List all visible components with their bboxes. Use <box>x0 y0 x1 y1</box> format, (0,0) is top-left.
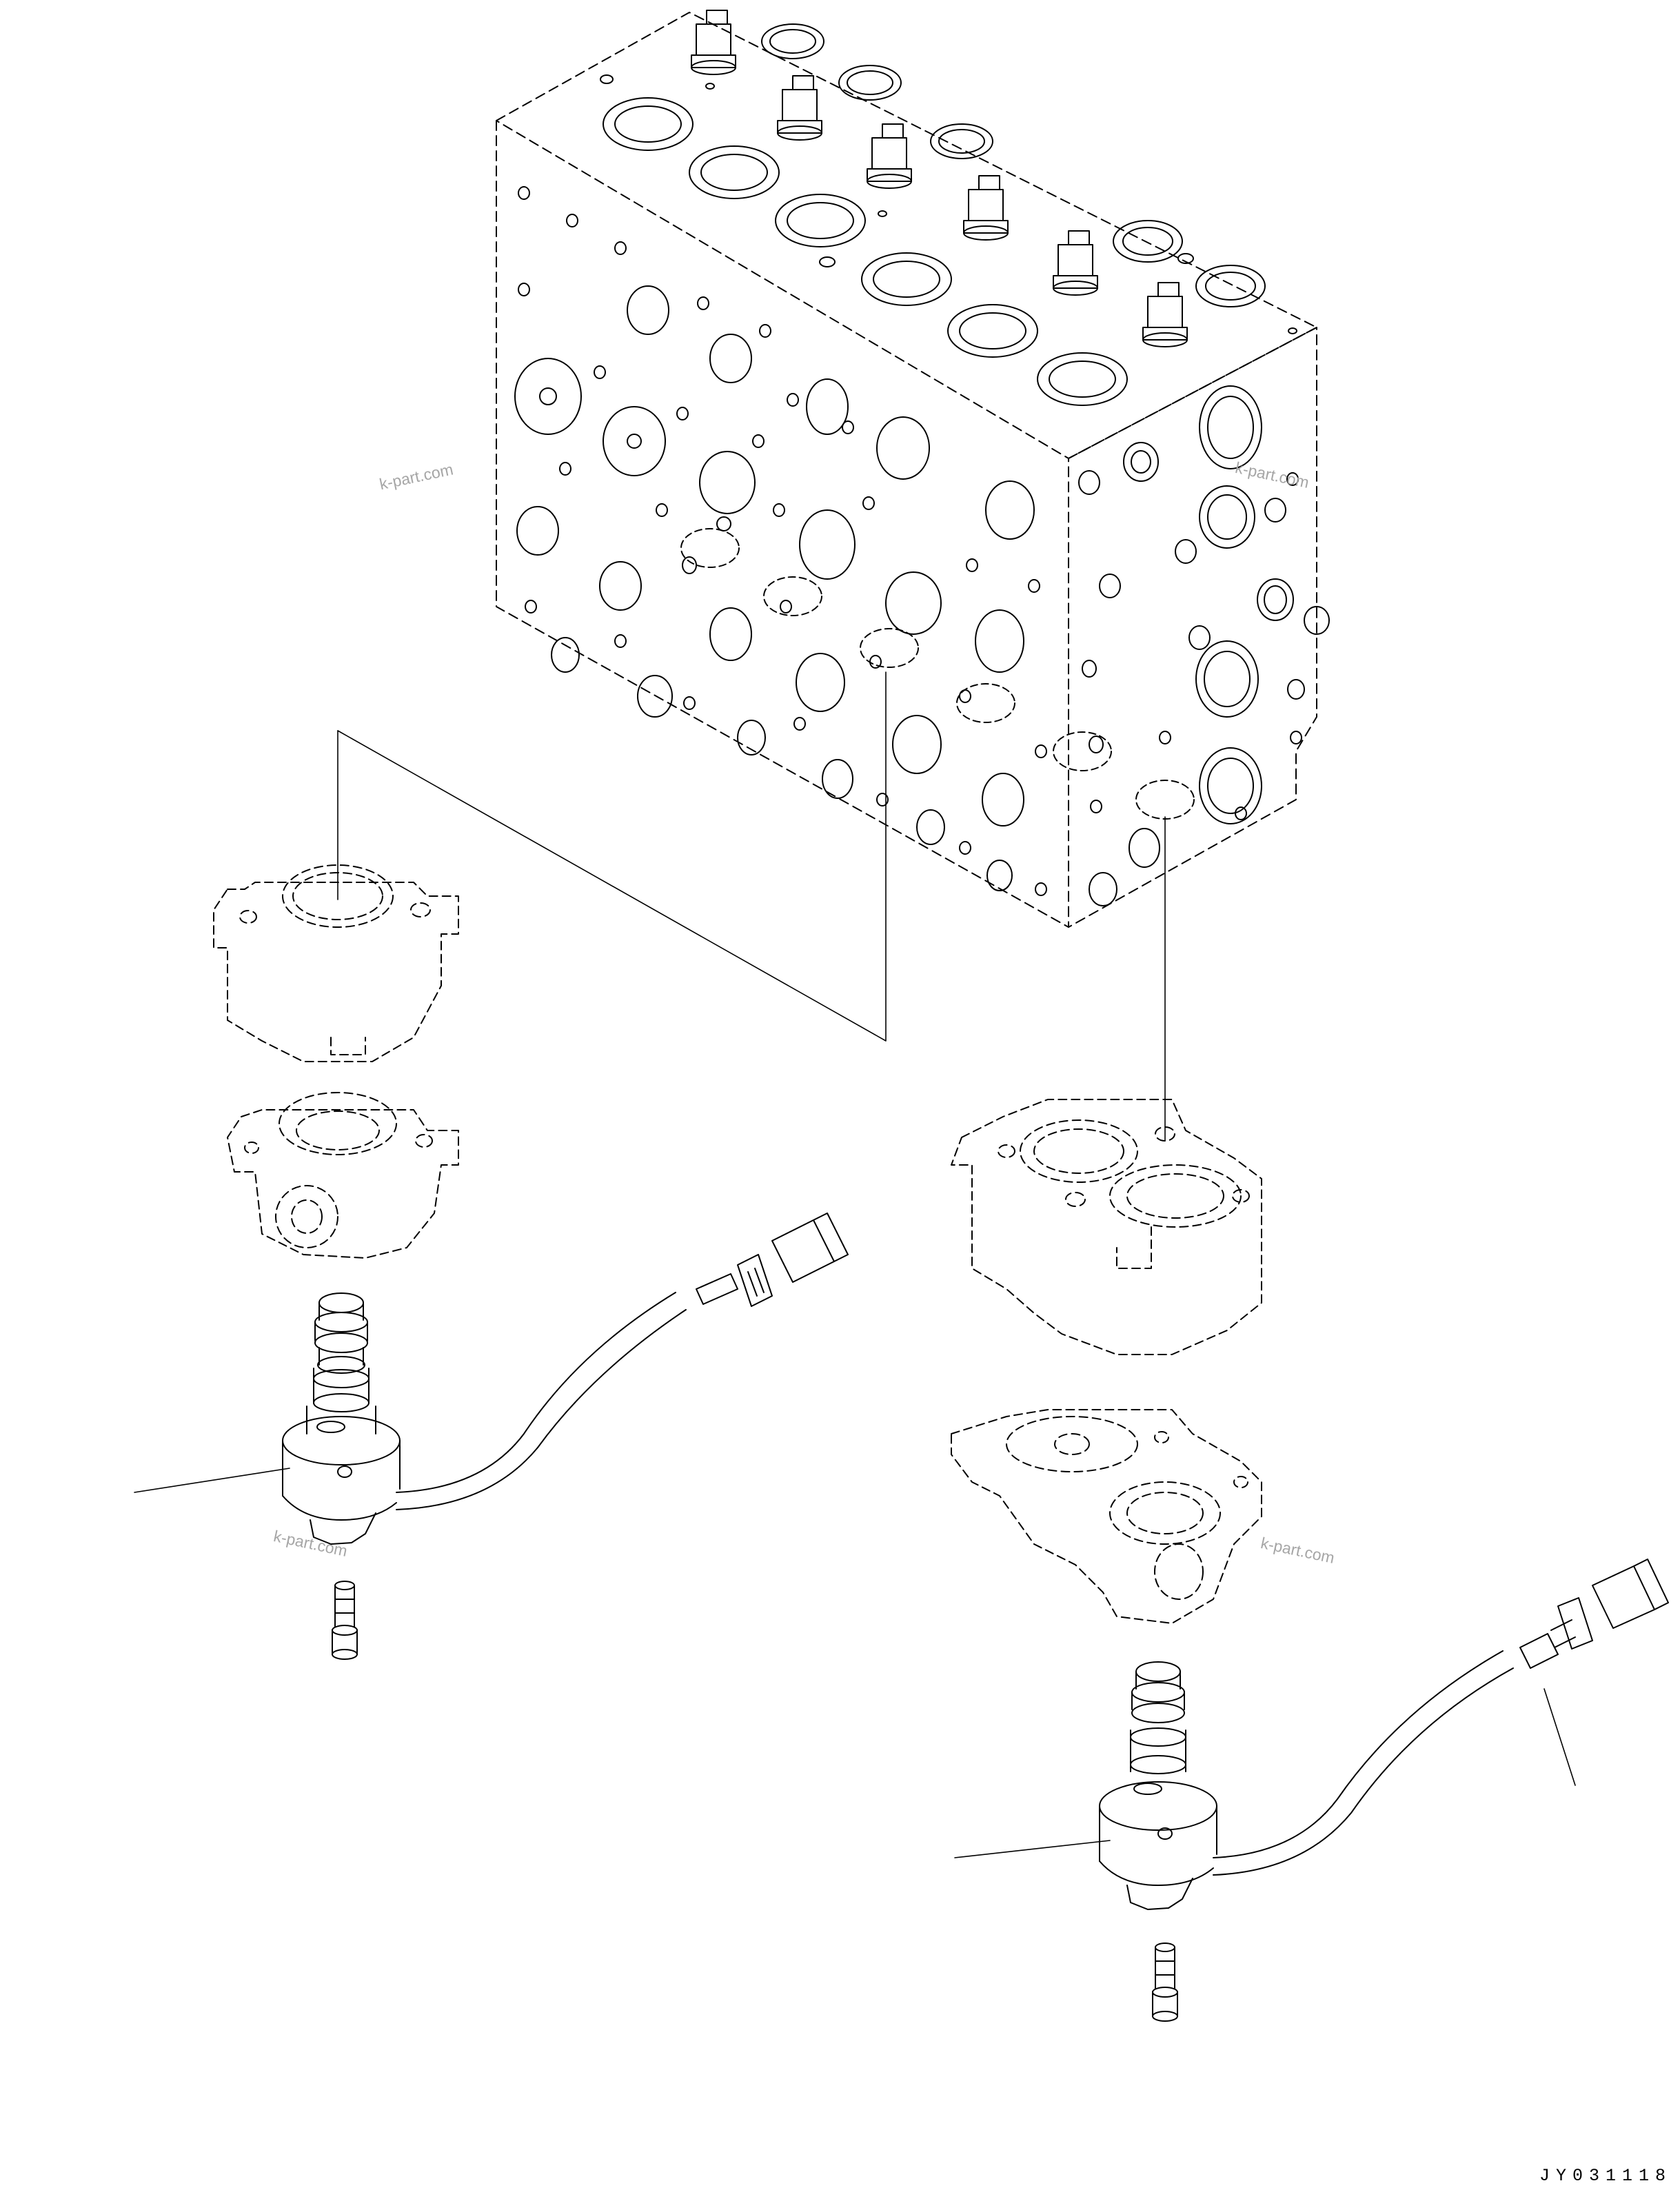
right-face-holes <box>1078 385 1330 906</box>
hidden-port-outlines <box>680 528 1195 820</box>
port-block-right-lower <box>951 1409 1262 1624</box>
control-valve-body <box>496 10 1330 928</box>
relief-plugs <box>691 10 1188 347</box>
port-block-left-upper <box>213 864 459 1062</box>
solenoid-valve-right <box>1099 1559 1669 2022</box>
leader-lines <box>134 671 1576 1858</box>
port-block-left-lower <box>227 1092 459 1259</box>
port-block-right-upper <box>951 1099 1262 1355</box>
drawing-reference-code: JY031118 <box>1539 2166 1672 2186</box>
top-ports <box>600 23 1297 406</box>
solenoid-valve-left <box>282 1213 849 1660</box>
front-face-holes <box>514 186 1047 896</box>
